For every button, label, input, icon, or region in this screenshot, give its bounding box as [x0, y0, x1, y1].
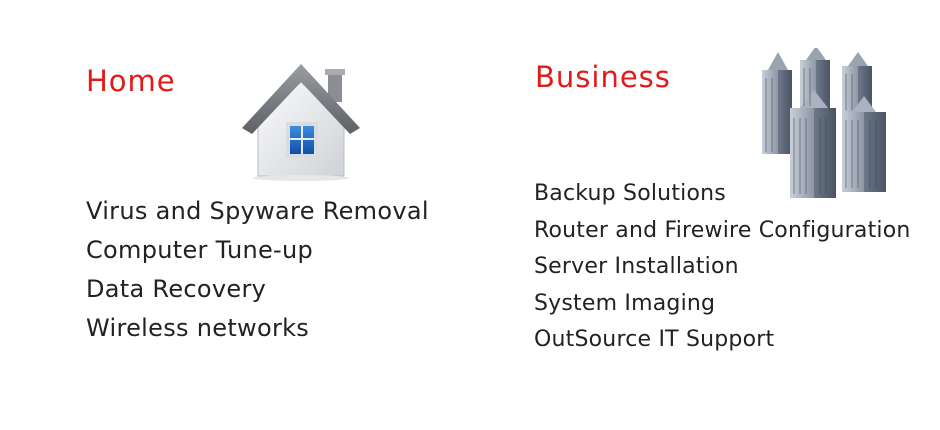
business-services-list: Backup Solutions Router and Firewire Con…	[534, 176, 911, 359]
list-item: System Imaging	[534, 290, 716, 316]
house-icon	[242, 64, 360, 181]
home-heading: Home	[86, 64, 176, 98]
list-item: OutSource IT Support	[534, 327, 775, 352]
list-item: Wireless networks	[86, 314, 310, 342]
list-item: Server Installation	[534, 254, 739, 279]
list-item: Virus and Spyware Removal	[86, 197, 429, 225]
home-services-list: Virus and Spyware Removal Computer Tune-…	[86, 192, 429, 348]
list-item: Computer Tune-up	[86, 236, 314, 264]
business-heading: Business	[535, 60, 671, 94]
list-item: Router and Firewire Configuration	[534, 217, 911, 243]
list-item: Backup Solutions	[534, 181, 726, 206]
office-buildings-icon	[762, 48, 886, 198]
list-item: Data Recovery	[86, 275, 267, 303]
